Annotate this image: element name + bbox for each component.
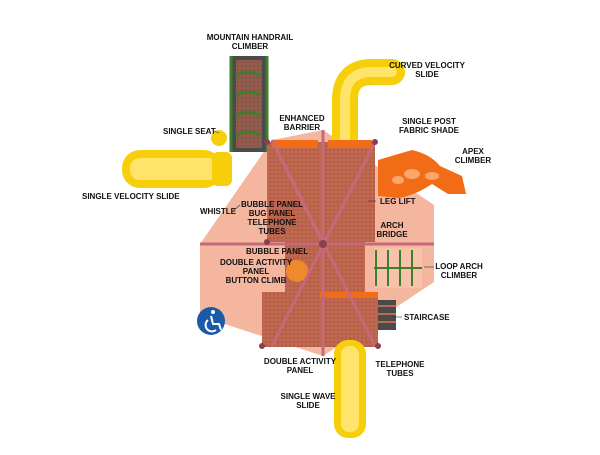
label-line: BUTTON CLIMB: [225, 276, 287, 285]
label-line: BARRIER: [283, 123, 321, 132]
label-line: LEG LIFT: [380, 197, 416, 206]
telephone-tubes-label: TELEPHONE TUBES: [374, 360, 426, 378]
label-line: TELEPHONE: [247, 218, 297, 227]
support-posts: [259, 139, 381, 349]
label-line: BUBBLE PANEL: [240, 200, 304, 209]
arch-bridge-label: ARCH BRIDGE: [374, 221, 410, 239]
curved-velocity-slide: [332, 59, 405, 153]
bubble-bug-telephone-label: BUBBLE PANEL BUG PANEL TELEPHONE TUBES: [236, 200, 308, 236]
label-line: CURVED VELOCITY: [389, 61, 465, 70]
staircase: [378, 300, 396, 330]
label-line: SLIDE: [415, 70, 439, 79]
deck-platforms: [262, 142, 378, 347]
label-line: WHISTLE: [200, 207, 236, 216]
mountain-handrail-climber: [229, 56, 269, 152]
single-seat: [211, 130, 227, 146]
label-line: MOUNTAIN HANDRAIL: [206, 33, 294, 42]
label-line: DOUBLE ACTIVITY: [263, 357, 337, 366]
single-seat-label: SINGLE SEAT: [163, 127, 216, 136]
label-line: DOUBLE ACTIVITY: [220, 258, 293, 267]
single-velocity-slide-label: SINGLE VELOCITY SLIDE: [82, 192, 180, 201]
label-line: ARCH: [380, 221, 404, 230]
label-line: FABRIC SHADE: [398, 126, 459, 135]
label-line: PANEL: [286, 366, 314, 375]
whistle-label: WHISTLE: [200, 207, 236, 216]
leg-lift-label: LEG LIFT: [380, 197, 416, 206]
staircase-label: STAIRCASE: [404, 313, 450, 322]
label-line: BUG PANEL: [248, 209, 296, 218]
apex-climber-label: APEX CLIMBER: [451, 147, 495, 165]
label-line: APEX: [462, 147, 484, 156]
label-line: LOOP ARCH: [435, 262, 483, 271]
label-line: CLIMBER: [440, 271, 478, 280]
loop-arch-climber: [374, 248, 422, 288]
label-line: SINGLE SEAT: [163, 127, 216, 136]
label-line: SINGLE VELOCITY SLIDE: [82, 192, 180, 201]
label-line: ENHANCED: [279, 114, 325, 123]
label-line: SINGLE POST: [402, 117, 456, 126]
label-line: TUBES: [258, 227, 286, 236]
label-line: BRIDGE: [376, 230, 408, 239]
mountain-handrail-climber-label: MOUNTAIN HANDRAIL CLIMBER: [201, 33, 299, 51]
wheelchair-accessible-icon: [197, 307, 225, 335]
label-line: CLIMBER: [231, 42, 269, 51]
single-wave-slide: [334, 340, 366, 438]
label-line: TELEPHONE: [375, 360, 425, 369]
bubble-panel-label: BUBBLE PANEL: [246, 247, 308, 256]
label-line: PANEL: [242, 267, 270, 276]
label-line: SINGLE WAVE: [280, 392, 336, 401]
label-line: BUBBLE PANEL: [246, 247, 309, 256]
label-line: SLIDE: [296, 401, 320, 410]
loop-arch-climber-label: LOOP ARCH CLIMBER: [434, 262, 484, 280]
single-velocity-slide: [122, 150, 232, 188]
curved-velocity-slide-label: CURVED VELOCITY SLIDE: [382, 61, 472, 79]
single-wave-slide-label: SINGLE WAVE SLIDE: [280, 392, 336, 410]
single-post-fabric-shade-label: SINGLE POST FABRIC SHADE: [394, 117, 464, 135]
double-activity-panel-label: DOUBLE ACTIVITY PANEL: [263, 357, 337, 375]
label-line: TUBES: [386, 369, 414, 378]
apex-climber: [378, 150, 466, 198]
double-activity-button-climb-label: DOUBLE ACTIVITY PANEL BUTTON CLIMB: [220, 258, 292, 285]
label-line: STAIRCASE: [404, 313, 450, 322]
enhanced-barrier-label: ENHANCED BARRIER: [271, 114, 333, 132]
bubble-panel: [286, 260, 308, 282]
label-line: CLIMBER: [454, 156, 492, 165]
